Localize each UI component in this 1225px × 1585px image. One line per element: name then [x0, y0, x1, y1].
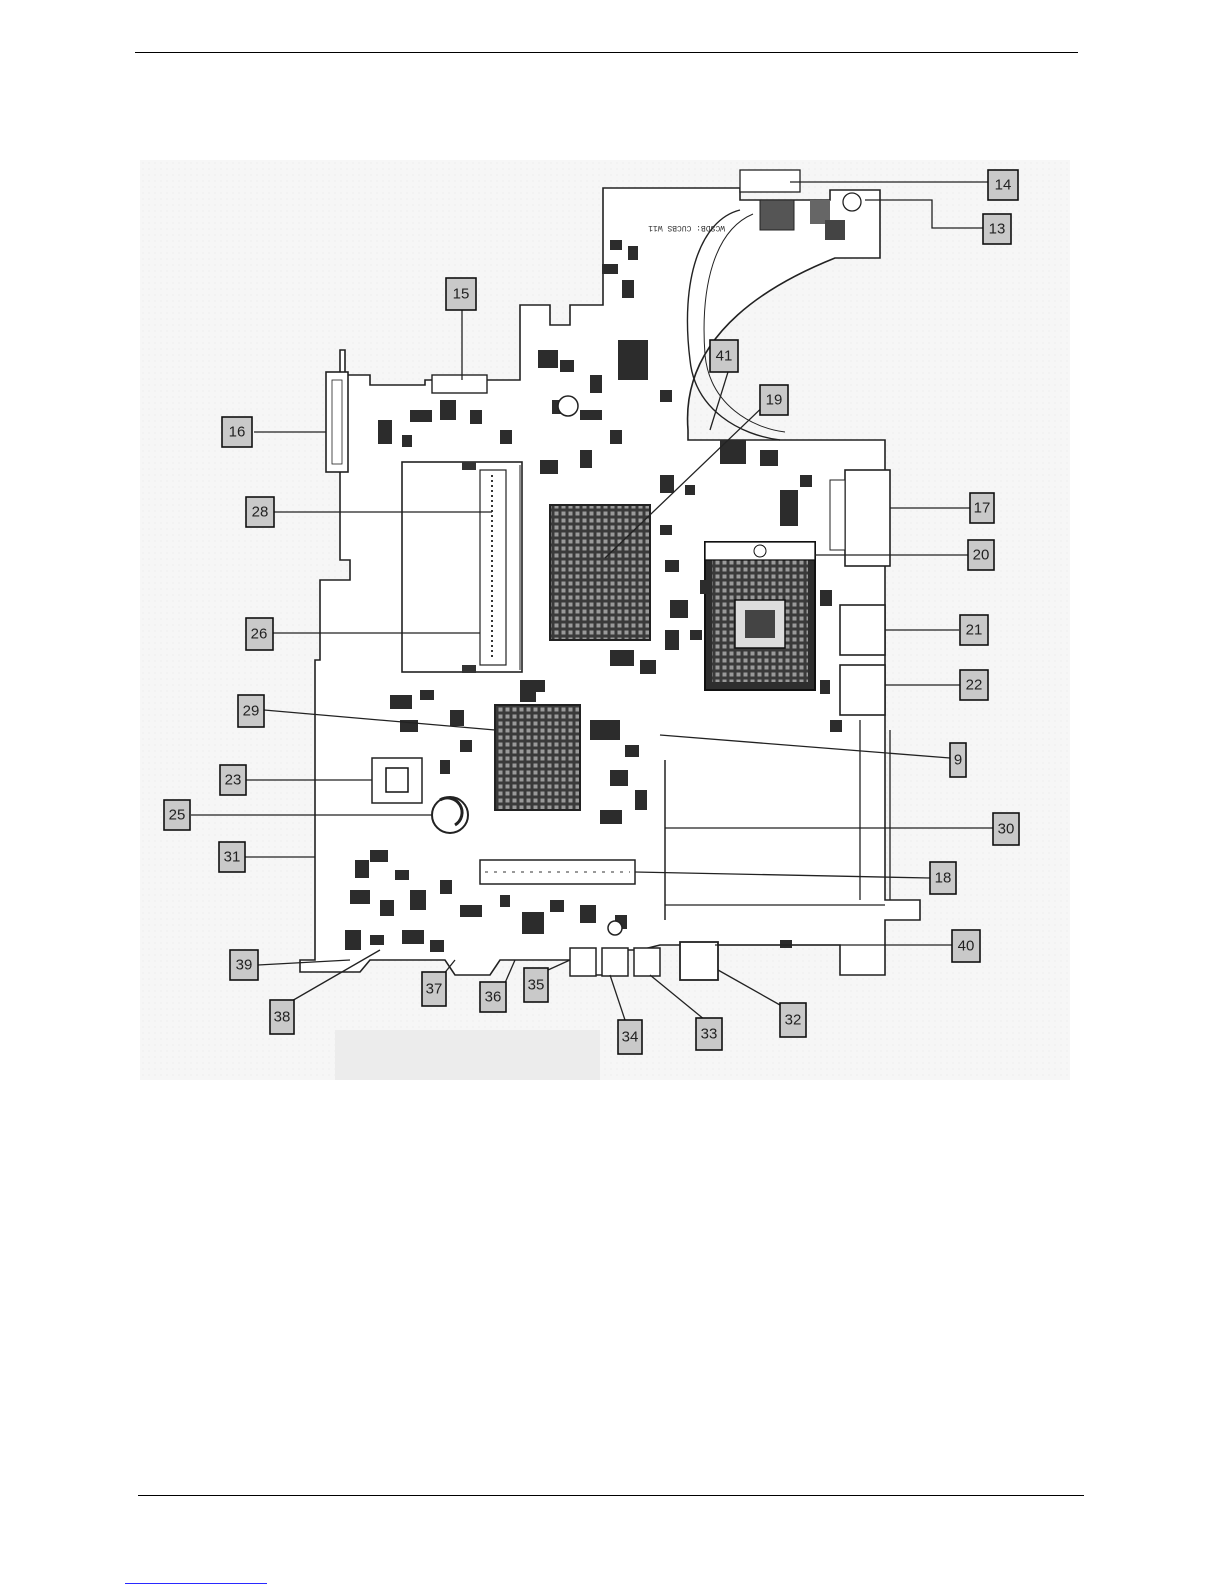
callout-18: 18	[930, 862, 956, 894]
footer-rule	[138, 1495, 1084, 1496]
callout-15: 15	[446, 278, 476, 310]
callout-26: 26	[246, 618, 273, 650]
svg-text:32: 32	[785, 1012, 802, 1029]
callout-37: 37	[422, 972, 446, 1006]
callout-16: 16	[222, 417, 252, 447]
svg-text:22: 22	[966, 677, 983, 694]
callout-25: 25	[164, 800, 190, 830]
callout-35: 35	[524, 968, 548, 1002]
callout-38: 38	[270, 1000, 294, 1034]
callout-28: 28	[246, 497, 274, 527]
svg-text:WCSDB: CUCBS W11: WCSDB: CUCBS W11	[648, 223, 725, 232]
svg-text:38: 38	[274, 1009, 291, 1026]
callout-13: 13	[983, 214, 1011, 244]
svg-text:9: 9	[954, 752, 962, 769]
callout-33: 33	[696, 1018, 722, 1050]
svg-text:16: 16	[229, 424, 246, 441]
svg-text:40: 40	[958, 938, 975, 955]
svg-text:18: 18	[935, 870, 952, 887]
footer-link-underline	[125, 1583, 267, 1584]
callout-21: 21	[960, 615, 988, 645]
callout-32: 32	[780, 1003, 806, 1037]
svg-text:39: 39	[236, 957, 253, 974]
svg-text:17: 17	[974, 500, 991, 517]
callout-20: 20	[968, 540, 994, 570]
svg-text:34: 34	[622, 1029, 639, 1046]
svg-text:30: 30	[998, 821, 1015, 838]
callout-41: 41	[710, 340, 738, 372]
callout-22: 22	[960, 670, 988, 700]
callout-39: 39	[230, 950, 258, 980]
callout-17: 17	[970, 493, 994, 523]
callout-23: 23	[220, 765, 246, 795]
svg-text:26: 26	[251, 626, 268, 643]
svg-text:29: 29	[243, 703, 260, 720]
callout-40: 40	[952, 930, 980, 962]
callout-19: 19	[760, 385, 788, 415]
board-drawing: WCSDB: CUCBS W11	[140, 160, 1070, 1080]
svg-text:13: 13	[989, 221, 1006, 238]
callout-34: 34	[618, 1020, 642, 1054]
svg-text:41: 41	[716, 348, 733, 365]
svg-text:33: 33	[701, 1026, 718, 1043]
svg-text:31: 31	[224, 849, 241, 866]
svg-text:36: 36	[485, 989, 502, 1006]
svg-text:23: 23	[225, 772, 242, 789]
callout-31: 31	[219, 842, 245, 872]
callout-36: 36	[480, 982, 506, 1012]
svg-text:14: 14	[995, 177, 1012, 194]
svg-text:35: 35	[528, 977, 545, 994]
header-rule	[135, 52, 1078, 53]
callout-9: 9	[950, 743, 966, 777]
motherboard-diagram: WCSDB: CUCBS W11	[140, 160, 1070, 1080]
svg-text:19: 19	[766, 392, 783, 409]
callout-29: 29	[238, 695, 264, 727]
svg-text:15: 15	[453, 286, 470, 303]
callout-30: 30	[993, 813, 1019, 845]
svg-text:37: 37	[426, 981, 443, 998]
svg-text:20: 20	[973, 547, 990, 564]
svg-text:21: 21	[966, 622, 983, 639]
svg-text:25: 25	[169, 807, 186, 824]
svg-text:28: 28	[252, 504, 269, 521]
callout-14: 14	[988, 170, 1018, 200]
